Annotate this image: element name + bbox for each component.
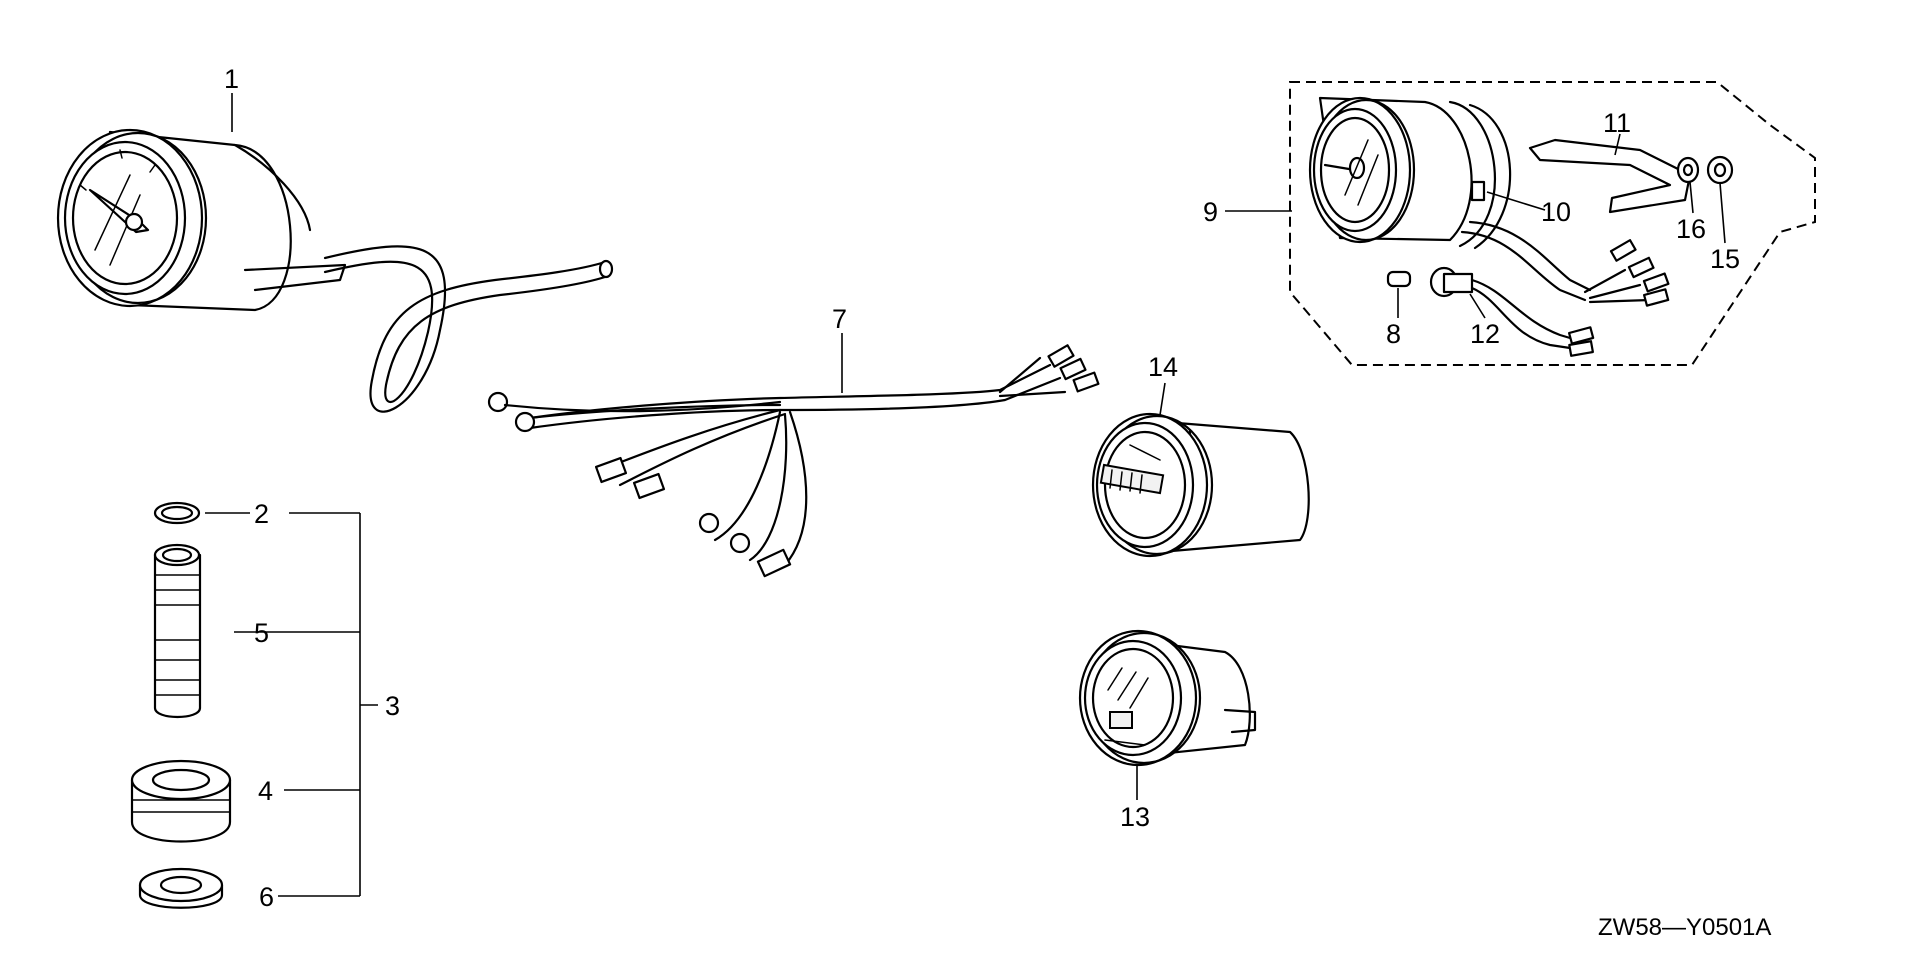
label-part-14: 14 [1148, 352, 1178, 382]
part-7-wire-harness [487, 344, 1100, 578]
part-9-meter [1308, 96, 1670, 307]
label-part-5: 5 [254, 618, 269, 648]
label-part-10: 10 [1541, 197, 1571, 227]
part-16-washer [1676, 156, 1700, 184]
label-part-3: 3 [385, 691, 400, 721]
part-5-sleeve [153, 543, 202, 718]
label-part-6: 6 [259, 882, 274, 912]
part-9-kit-boundary [1289, 81, 1816, 366]
label-part-7: 7 [832, 304, 847, 334]
part-15-nut [1706, 155, 1734, 185]
label-part-12: 12 [1470, 319, 1500, 349]
label-part-4: 4 [258, 776, 273, 806]
part-6-washer [138, 867, 224, 909]
label-part-9: 9 [1203, 197, 1218, 227]
part-labels: 1 2 3 4 5 6 7 8 9 10 11 12 13 14 15 16 Z… [224, 64, 1771, 941]
part-12-socket [1429, 266, 1595, 357]
label-part-8: 8 [1386, 319, 1401, 349]
label-part-13: 13 [1120, 802, 1150, 832]
part-2-o-ring [153, 501, 201, 525]
label-part-2: 2 [254, 499, 269, 529]
part-8-bulb [1386, 270, 1412, 288]
part-1-meter [56, 128, 614, 413]
diagram-code: ZW58—Y0501A [1598, 914, 1771, 941]
part-4-nut [130, 759, 232, 843]
kit-bracket [205, 512, 378, 897]
part-14-gauge [1091, 412, 1310, 558]
label-part-1: 1 [224, 64, 239, 94]
leader-lines [231, 93, 1726, 800]
part-11-bracket [1528, 138, 1692, 214]
label-part-11: 11 [1603, 108, 1631, 138]
part-13-gauge [1078, 629, 1257, 767]
label-part-15: 15 [1710, 244, 1740, 274]
label-part-16: 16 [1676, 214, 1706, 244]
